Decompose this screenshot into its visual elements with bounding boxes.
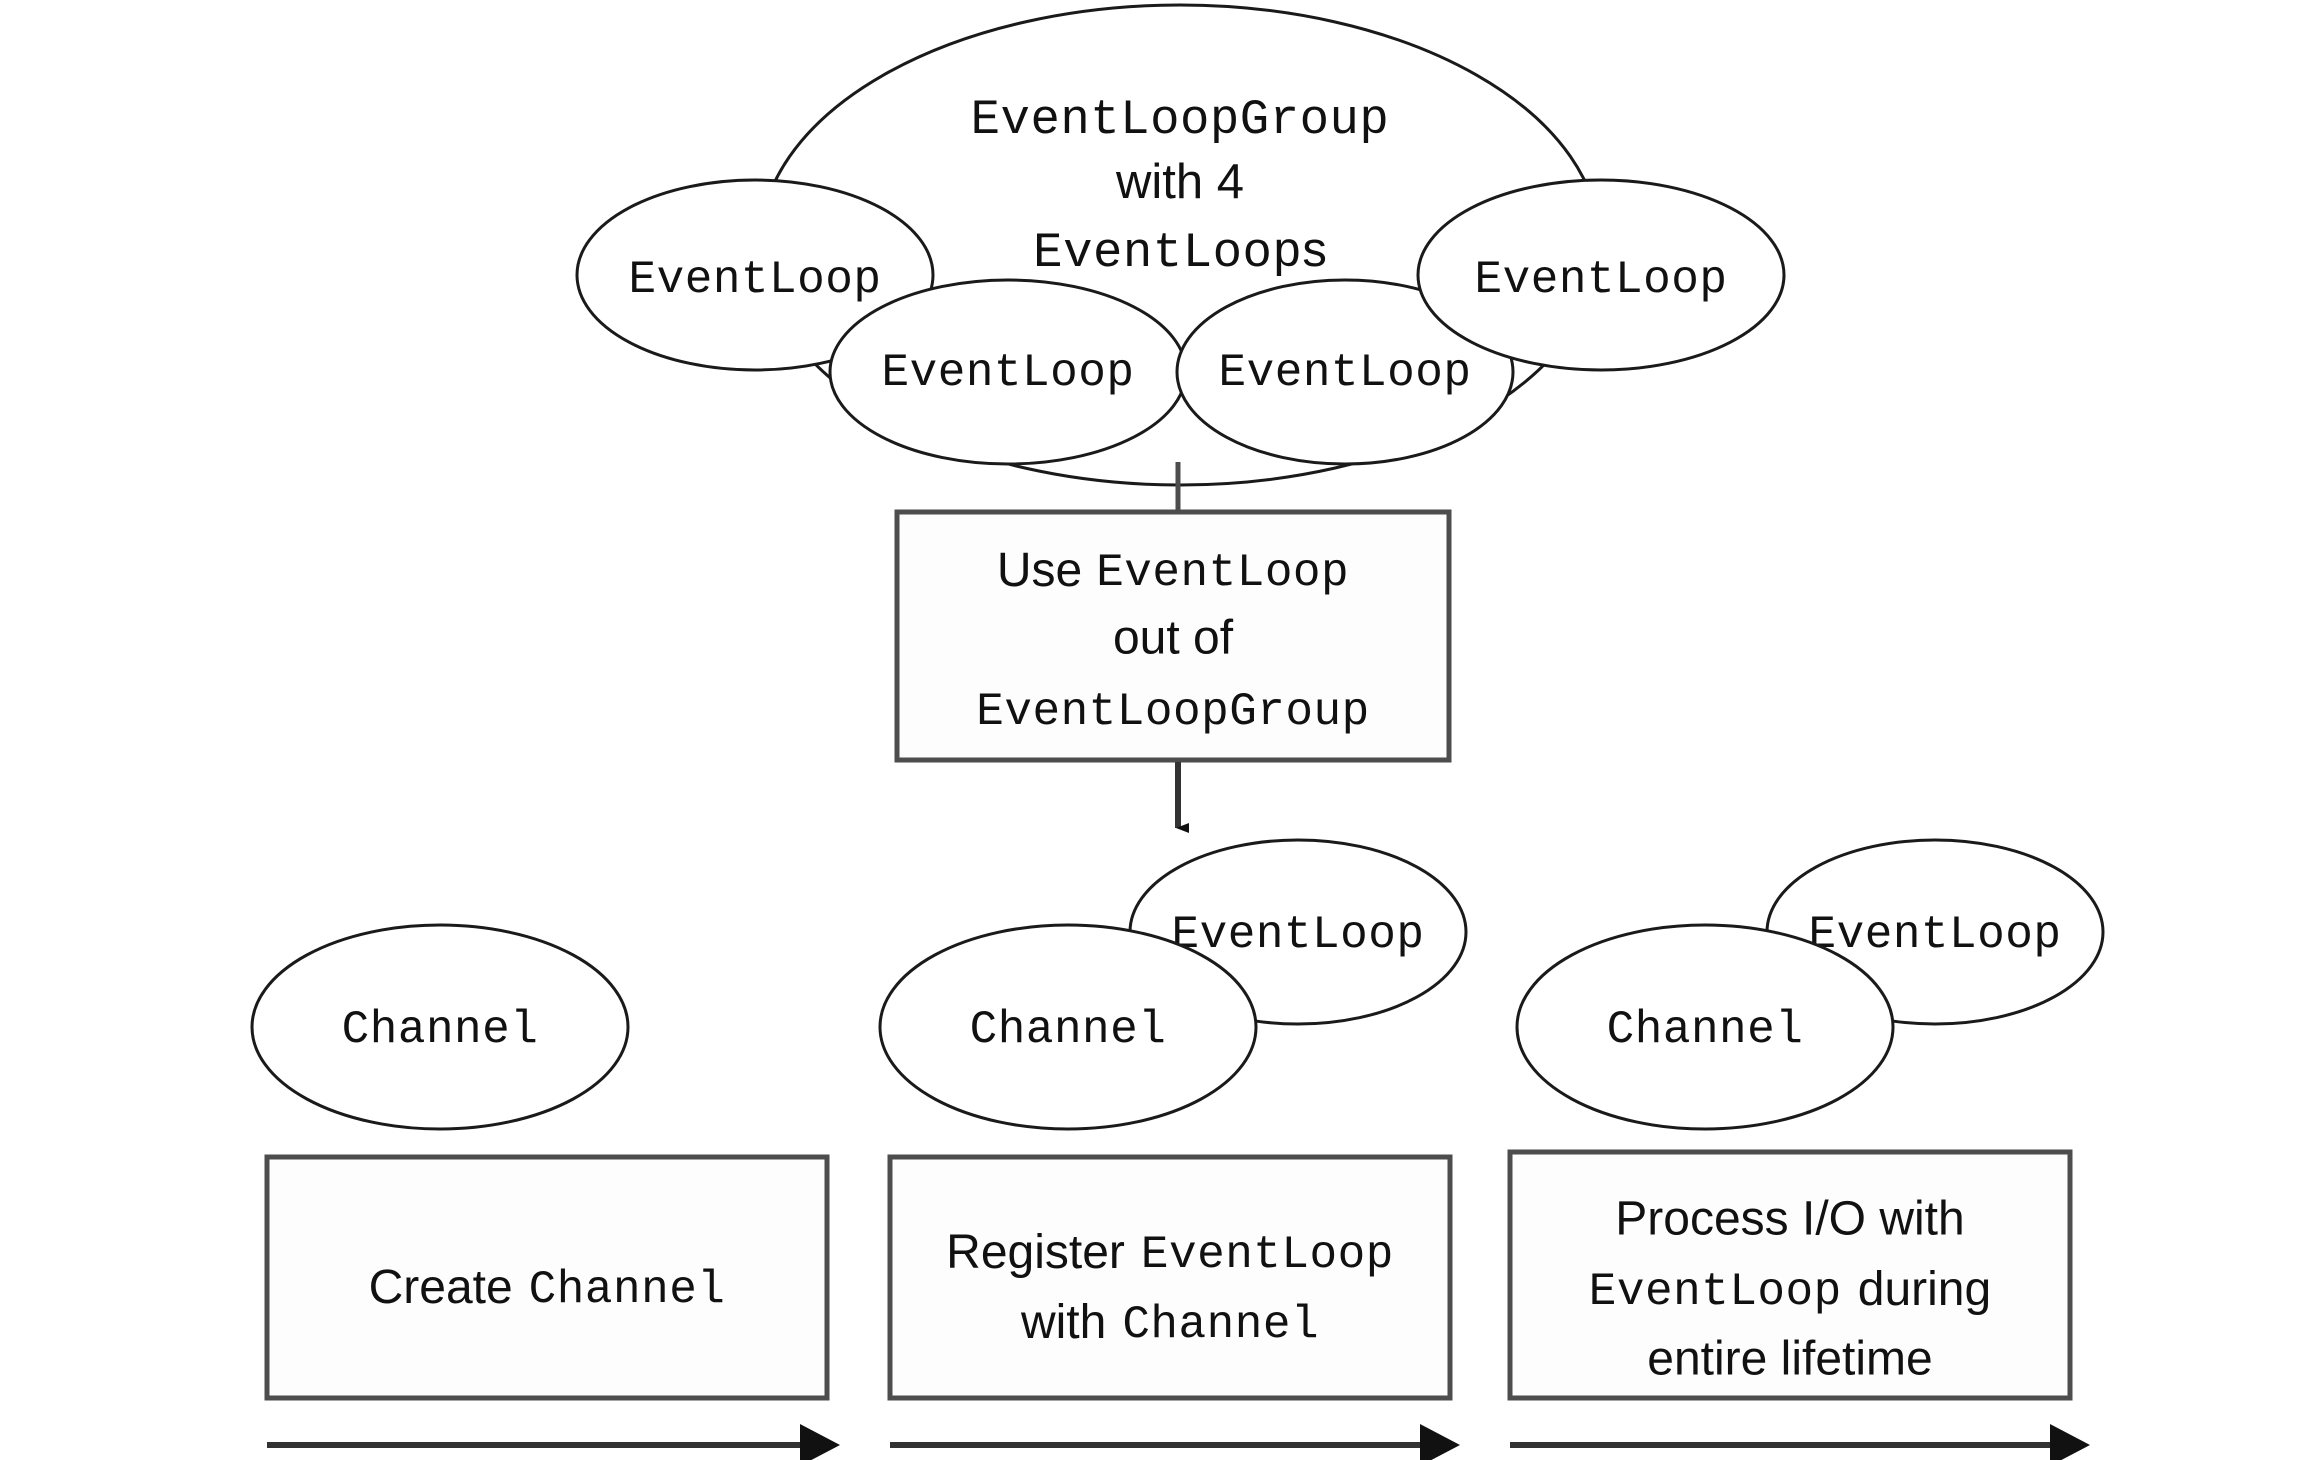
- stage-1-caption-line1: Create Channel: [369, 1261, 726, 1316]
- eventloopgroup-caption-line3: EventLoops: [1033, 223, 1327, 281]
- group-eventloop-2-label: EventLoop: [882, 347, 1135, 399]
- stage-1-channel-label: Channel: [342, 1004, 539, 1056]
- stage-3-caption-line2-tail: during: [1858, 1263, 1991, 1316]
- stage-3-channel-ellipse: [1515, 923, 1895, 1131]
- group-eventloop-4-label: EventLoop: [1475, 254, 1728, 306]
- stage-1: Channel Create Channel: [250, 923, 840, 1460]
- stage-2: EventLoop Channel Register EventLoop with…: [878, 838, 1468, 1460]
- stage-3-caption-line3: entire lifetime: [1647, 1333, 1932, 1386]
- group-eventloop-4-ellipse: [1416, 178, 1786, 372]
- eventloopgroup-caption-line1: EventLoopGroup: [971, 92, 1390, 148]
- use-eventloop-box: Use EventLoop out of EventLoopGroup: [894, 509, 1452, 763]
- group-eventloop-1: EventLoop: [575, 178, 935, 372]
- use-eventloop-box-line3: EventLoopGroup: [976, 686, 1369, 738]
- group-eventloop-4: EventLoop: [1416, 178, 1786, 372]
- stage-1-caption-box: [264, 1154, 830, 1401]
- stage-3-eventloop-label: EventLoop: [1809, 909, 2062, 961]
- stage-2-caption-line2-mono: Channel: [1122, 1299, 1319, 1351]
- stage-3-channel-label: Channel: [1607, 1004, 1804, 1056]
- stage-2-caption-line2-sans: with: [1020, 1296, 1106, 1349]
- group-eventloop-3-label: EventLoop: [1219, 347, 1472, 399]
- group-eventloop-3: EventLoop: [1175, 278, 1515, 466]
- stage-3: EventLoop Channel Process I/O with Event…: [1507, 838, 2105, 1460]
- use-eventloop-box-frame: [894, 509, 1452, 763]
- group-eventloop-1-ellipse: [575, 178, 935, 372]
- stage-3-arrow-head: [2050, 1424, 2090, 1460]
- stage-1-arrow-head: [800, 1424, 840, 1460]
- use-eventloop-box-line1: Use EventLoop: [997, 544, 1349, 599]
- stage-2-channel: Channel: [878, 923, 1258, 1131]
- stage-1-channel: Channel: [250, 923, 630, 1131]
- stage-3-channel: Channel: [1515, 923, 1895, 1131]
- stage-2-arrow-head: [1420, 1424, 1460, 1460]
- stage-1-caption-line1-sans: Create: [369, 1261, 513, 1314]
- eventloopgroup-caption-line2: with 4: [1115, 155, 1244, 209]
- stage-2-caption-line1: Register EventLoop: [946, 1226, 1394, 1281]
- stage-2-caption-line2: with Channel: [1020, 1296, 1319, 1351]
- stage-3-caption-box: [1507, 1149, 2073, 1401]
- stage-3-caption-line1: Process I/O with: [1615, 1193, 1964, 1246]
- stage-2-eventloop-label: EventLoop: [1172, 909, 1425, 961]
- group-eventloop-3-ellipse: [1175, 278, 1515, 466]
- group-eventloop-2: EventLoop: [828, 278, 1188, 466]
- stage-3-caption-line2-mono: EventLoop: [1589, 1266, 1842, 1318]
- eventloopgroup-caption-line3-mono: EventLoop: [1033, 225, 1302, 281]
- stage-2-caption-line1-sans: Register: [946, 1226, 1125, 1279]
- stage-3-caption-line2: EventLoop during: [1589, 1263, 1991, 1318]
- group-eventloop-1-label: EventLoop: [629, 254, 882, 306]
- stage-1-caption-line1-mono: Channel: [529, 1264, 726, 1316]
- use-eventloop-box-line1-mono: EventLoop: [1096, 547, 1349, 599]
- eventloopgroup-caption-line3-suffix: s: [1302, 223, 1327, 277]
- stage-1-channel-ellipse: [250, 923, 630, 1131]
- stage-2-channel-ellipse: [878, 923, 1258, 1131]
- stage-2-caption-line1-mono: EventLoop: [1141, 1229, 1394, 1281]
- stage-2-caption-box: [887, 1154, 1453, 1401]
- use-eventloop-box-line1-sans: Use: [997, 544, 1082, 597]
- eventloopgroup-cluster: EventLoopGroup with 4 EventLoops EventLo…: [575, 3, 1786, 487]
- use-eventloop-box-line2: out of: [1113, 612, 1234, 665]
- stage-2-channel-label: Channel: [970, 1004, 1167, 1056]
